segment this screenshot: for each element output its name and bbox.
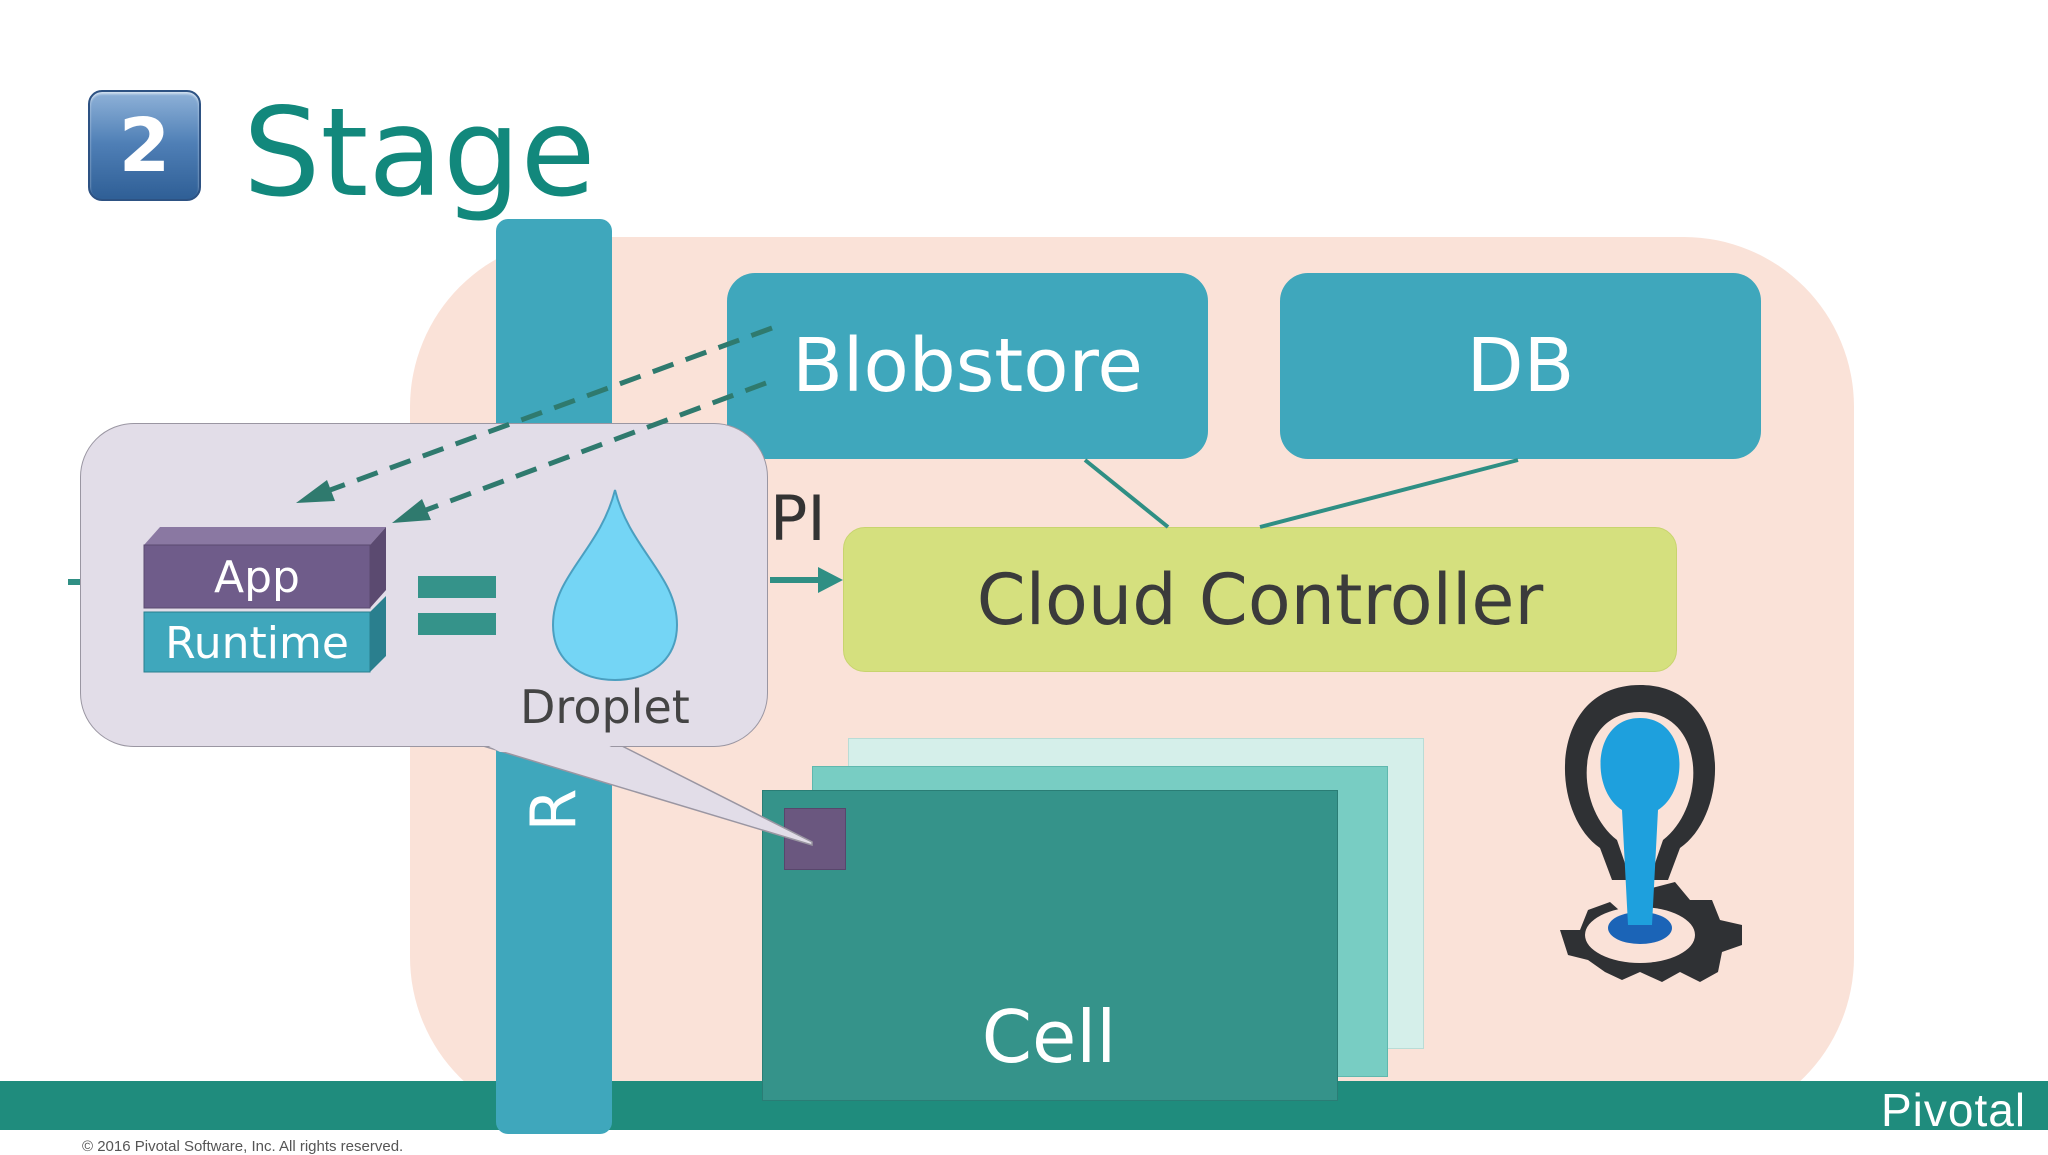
app-block-label: App	[214, 552, 300, 603]
droplet-label: Droplet	[520, 680, 690, 734]
step-number-icon: 2	[88, 90, 201, 201]
blobstore-cc-connector	[1083, 458, 1170, 529]
db-cc-connector	[1259, 458, 1519, 529]
app-block: App	[143, 527, 386, 609]
brand-logo: Pivotal	[1881, 1084, 2027, 1136]
cloud-foundry-gear-icon	[1560, 685, 1742, 982]
api-label: PI	[770, 482, 826, 555]
dashed-arrow-icon	[296, 325, 773, 523]
api-cc-arrowhead	[818, 567, 843, 593]
cell-label: Cell	[981, 995, 1117, 1079]
blobstore-box: Blobstore	[727, 273, 1208, 459]
slide-title: Stage	[243, 82, 596, 224]
callout-tail-join	[485, 744, 615, 752]
runtime-block: Runtime	[143, 596, 386, 673]
db-box: DB	[1280, 273, 1761, 459]
droplet-icon	[551, 489, 679, 682]
cell-stack-front	[762, 790, 1338, 1101]
cloud-controller-box: Cloud Controller	[843, 527, 1677, 672]
equals-icon	[418, 576, 496, 635]
runtime-block-label: Runtime	[165, 618, 349, 669]
copyright-text: © 2016 Pivotal Software, Inc. All rights…	[82, 1138, 404, 1155]
